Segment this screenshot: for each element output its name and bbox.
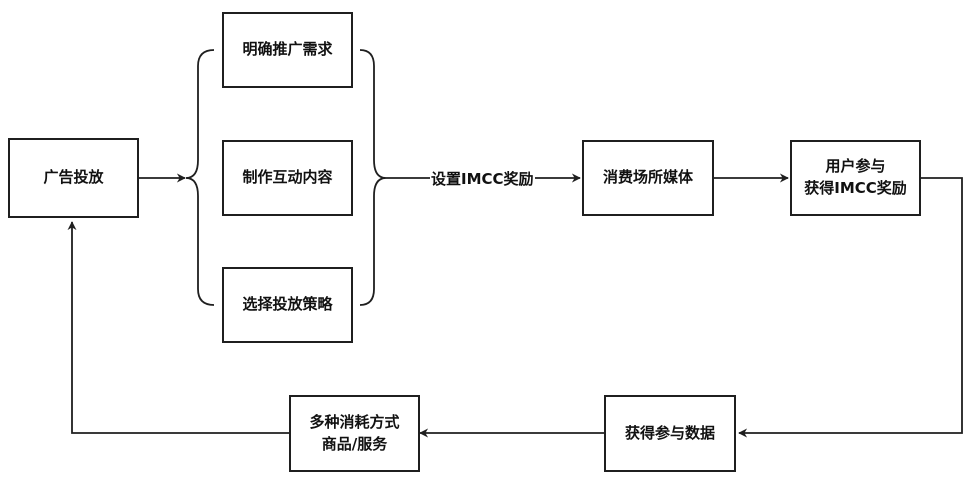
left-brace bbox=[185, 49, 215, 306]
node-consume-methods-line1: 多种消耗方式 bbox=[309, 412, 400, 431]
node-user-reward-line1: 用户参与 bbox=[825, 157, 886, 176]
node-get-data: 获得参与数据 bbox=[604, 395, 736, 472]
node-make-content-label: 制作互动内容 bbox=[242, 168, 333, 187]
node-choose-strategy-label: 选择投放策略 bbox=[242, 295, 333, 314]
node-define-needs-label: 明确推广需求 bbox=[242, 40, 333, 59]
node-make-content: 制作互动内容 bbox=[222, 140, 353, 216]
node-venue-media-label: 消费场所媒体 bbox=[602, 168, 693, 187]
node-consume-methods-line2: 商品/服务 bbox=[321, 434, 388, 453]
node-ad-placement-label: 广告投放 bbox=[43, 168, 104, 187]
right-brace bbox=[359, 49, 387, 306]
node-user-reward: 用户参与 获得IMCC奖励 bbox=[790, 140, 921, 216]
node-get-data-label: 获得参与数据 bbox=[624, 423, 715, 442]
arrow-user-to-data bbox=[738, 177, 963, 438]
node-venue-media: 消费场所媒体 bbox=[582, 140, 714, 216]
arrow-consume-to-ad bbox=[67, 221, 290, 434]
node-user-reward-line2: 获得IMCC奖励 bbox=[804, 179, 907, 197]
node-consume-methods: 多种消耗方式 商品/服务 bbox=[289, 395, 420, 472]
edge-label-set-reward: 设置IMCC奖励 bbox=[430, 168, 535, 189]
node-ad-placement: 广告投放 bbox=[8, 138, 139, 218]
node-define-needs: 明确推广需求 bbox=[222, 12, 353, 88]
node-choose-strategy: 选择投放策略 bbox=[222, 267, 353, 343]
